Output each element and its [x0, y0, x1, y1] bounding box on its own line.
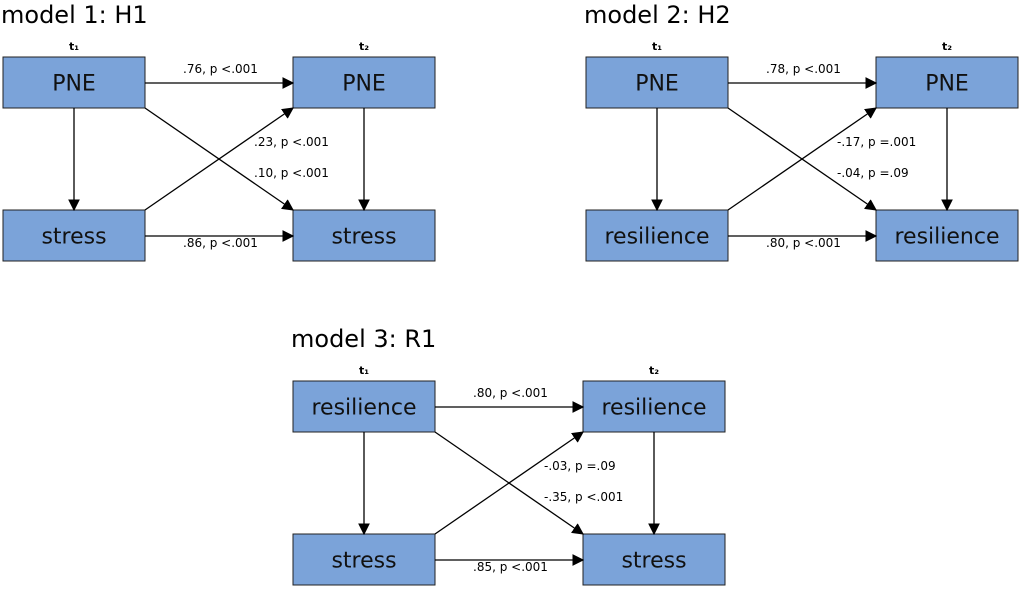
time-label-t2: t₂ — [942, 40, 952, 53]
edge-label-top: .80, p <.001 — [473, 386, 548, 400]
node-top-right: resilience — [582, 380, 726, 433]
model-title: model 3: R1 — [291, 325, 436, 353]
time-label-t2: t₂ — [649, 364, 659, 377]
edge-cross-down — [727, 107, 877, 211]
edge-label-top: .76, p <.001 — [183, 62, 258, 76]
node-bottom-right: resilience — [875, 209, 1019, 262]
node-top-right: PNE — [875, 56, 1019, 109]
node-label: PNE — [52, 72, 96, 97]
edge-label-bottom: .86, p <.001 — [183, 236, 258, 250]
node-top-left: resilience — [292, 380, 436, 433]
node-label: PNE — [635, 72, 679, 97]
edge-label-cross-up: -.17, p =.001 — [837, 135, 916, 149]
node-label: PNE — [342, 72, 386, 97]
node-top-left: PNE — [2, 56, 146, 109]
time-label-t1: t₁ — [69, 40, 79, 53]
time-label-t2: t₂ — [359, 40, 369, 53]
time-label-t1: t₁ — [652, 40, 662, 53]
edge-label-bottom: .80, p <.001 — [766, 236, 841, 250]
edge-label-bottom: .85, p <.001 — [473, 560, 548, 574]
edge-cross-down — [144, 107, 294, 211]
node-bottom-right: stress — [582, 533, 726, 586]
model-1: model 1: H1 t₁ t₂ PNE stress PNE stress .76, p … — [1, 1, 436, 262]
edge-label-top: .78, p <.001 — [766, 62, 841, 76]
time-label-t1: t₁ — [359, 364, 369, 377]
edge-label-cross-down: .10, p <.001 — [254, 166, 329, 180]
model-2: model 2: H2 t₁ t₂ PNE resilience PNE resilienc… — [584, 1, 1019, 262]
node-label: stress — [621, 549, 686, 574]
node-bottom-left: stress — [292, 533, 436, 586]
edge-label-cross-down: -.04, p =.09 — [837, 166, 909, 180]
node-label: stress — [331, 225, 396, 250]
node-label: stress — [331, 549, 396, 574]
edge-cross-down — [434, 431, 584, 535]
node-label: resilience — [311, 396, 416, 421]
node-label: resilience — [894, 225, 999, 250]
node-top-right: PNE — [292, 56, 436, 109]
node-bottom-left: stress — [2, 209, 146, 262]
edge-label-cross-up: .23, p <.001 — [254, 135, 329, 149]
node-bottom-left: resilience — [585, 209, 729, 262]
model-3: model 3: R1 t₁ t₂ resilience stress resilienc… — [291, 325, 726, 586]
node-label: resilience — [601, 396, 706, 421]
node-top-left: PNE — [585, 56, 729, 109]
node-bottom-right: stress — [292, 209, 436, 262]
node-label: PNE — [925, 72, 969, 97]
node-label: stress — [41, 225, 106, 250]
node-label: resilience — [604, 225, 709, 250]
model-title: model 2: H2 — [584, 1, 731, 29]
model-title: model 1: H1 — [1, 1, 148, 29]
edge-label-cross-down: -.35, p <.001 — [544, 490, 623, 504]
edge-label-cross-up: -.03, p =.09 — [544, 459, 616, 473]
